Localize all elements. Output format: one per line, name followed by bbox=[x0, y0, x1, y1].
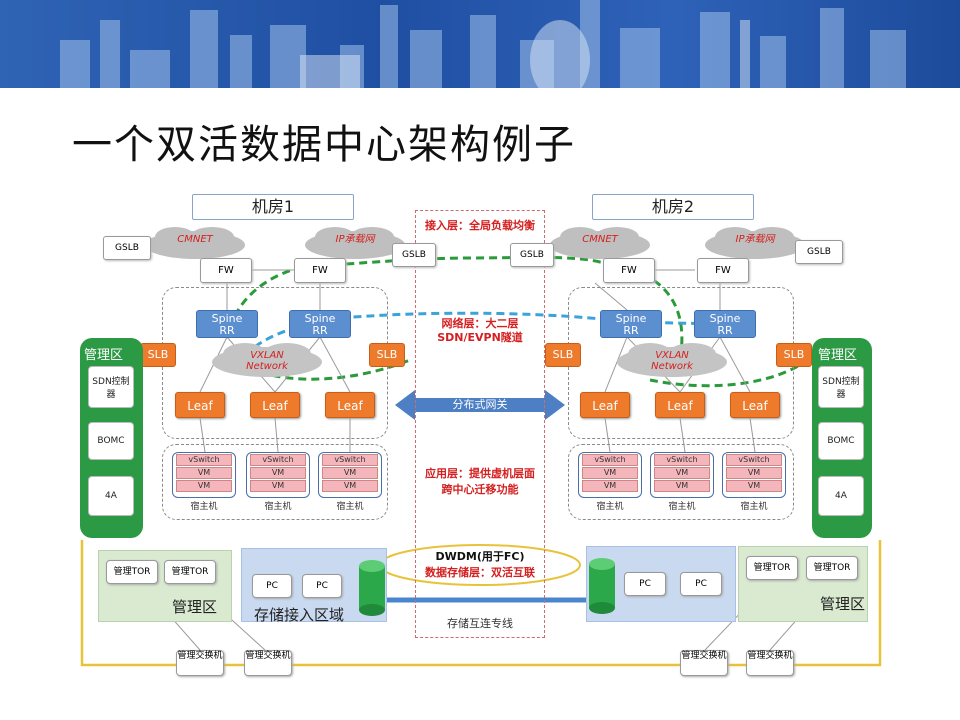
app-layer-label-1: 应用层：提供虚机层面 bbox=[425, 467, 535, 480]
gslb-left-2: GSLB bbox=[392, 243, 436, 267]
mgmt-switch-right-1: 管理交换机 bbox=[680, 650, 728, 676]
mgmt-switch-left-2: 管理交换机 bbox=[244, 650, 292, 676]
leaf-right-1: Leaf bbox=[580, 392, 630, 418]
cmnet-label-left: CMNET bbox=[177, 234, 213, 245]
center-layer-column bbox=[415, 210, 545, 638]
cmnet-label-right: CMNET bbox=[582, 234, 618, 245]
ip-network-cloud-icon-right bbox=[705, 227, 805, 259]
room1-label: 机房1 bbox=[192, 194, 354, 220]
network-layer-label-2: SDN/EVPN隧道 bbox=[437, 331, 523, 344]
pc-right-2: PC bbox=[680, 572, 722, 596]
storage-layer-label: 数据存储层：双活互联 bbox=[425, 566, 535, 579]
host-label-right-1: 宿主机 bbox=[596, 502, 624, 512]
page-title: 一个双活数据中心架构例子 bbox=[72, 122, 576, 168]
dwdm-label: DWDM(用于FC) bbox=[435, 550, 525, 563]
leaf-left-3: Leaf bbox=[325, 392, 375, 418]
gslb-right-1: GSLB bbox=[510, 243, 554, 267]
host-label-left-1: 宿主机 bbox=[190, 502, 218, 512]
host-label-left-2: 宿主机 bbox=[264, 502, 292, 512]
mgmt-tor-right-1: 管理TOR bbox=[746, 556, 798, 580]
storage-cylinder-icon-right bbox=[589, 558, 615, 614]
mgmt-zone-left-title: 管理区 bbox=[84, 348, 124, 363]
mgmt-switch-left-1: 管理交换机 bbox=[176, 650, 224, 676]
host-label-right-3: 宿主机 bbox=[740, 502, 768, 512]
pc-left-1: PC bbox=[252, 574, 292, 598]
pc-left-2: PC bbox=[302, 574, 342, 598]
slb-left-2: SLB bbox=[369, 343, 405, 367]
fourA-left: 4A bbox=[88, 476, 134, 516]
host-label-right-2: 宿主机 bbox=[668, 502, 696, 512]
gslb-right-2: GSLB bbox=[795, 240, 843, 264]
bomc-left: BOMC bbox=[88, 422, 134, 460]
vxlan-cloud-icon-left bbox=[212, 343, 322, 377]
storage-cylinder-icon-left bbox=[359, 560, 385, 616]
fw-left-2: FW bbox=[294, 258, 346, 283]
sdn-controller-left: SDN控制器 bbox=[88, 366, 134, 408]
ip-network-cloud-icon bbox=[305, 227, 405, 259]
mgmt-tor-right-2: 管理TOR bbox=[806, 556, 858, 580]
storage-line-label: 存储互连专线 bbox=[447, 617, 513, 630]
mgmt-tor-left-2: 管理TOR bbox=[164, 560, 216, 584]
sdn-controller-right: SDN控制器 bbox=[818, 366, 864, 408]
cmnet-cloud-icon-right bbox=[550, 227, 650, 259]
cmnet-cloud-icon bbox=[145, 227, 245, 259]
access-layer-label: 接入层：全局负载均衡 bbox=[425, 219, 535, 232]
mgmt-switch-right-2: 管理交换机 bbox=[746, 650, 794, 676]
fw-left-1: FW bbox=[200, 258, 252, 283]
bomc-right: BOMC bbox=[818, 422, 864, 460]
slb-left-1: SLB bbox=[140, 343, 176, 367]
leaf-right-3: Leaf bbox=[730, 392, 780, 418]
storage-zone-left-title: 存储接入区域 bbox=[254, 606, 345, 624]
ip-network-label-right: IP承载网 bbox=[735, 234, 775, 245]
header-banner bbox=[0, 0, 960, 88]
vxlan-cloud-icon-right bbox=[617, 343, 727, 377]
network-layer-label-1: 网络层：大二层 bbox=[441, 317, 519, 330]
slb-right-1: SLB bbox=[545, 343, 581, 367]
room2-label: 机房2 bbox=[592, 194, 754, 220]
host-zone-right bbox=[568, 444, 794, 520]
mgmt-tor-left-1: 管理TOR bbox=[106, 560, 158, 584]
app-layer-label-2: 跨中心迁移功能 bbox=[441, 483, 519, 496]
distributed-gateway-label: 分布式网关 bbox=[452, 398, 508, 411]
ip-network-label-left: IP承载网 bbox=[335, 234, 375, 245]
leaf-left-1: Leaf bbox=[175, 392, 225, 418]
mgmt-zone-right-title: 管理区 bbox=[818, 348, 858, 363]
slb-right-2: SLB bbox=[776, 343, 812, 367]
host-label-left-3: 宿主机 bbox=[336, 502, 364, 512]
host-zone-left bbox=[162, 444, 388, 520]
mgmt-tor-zone-left-title: 管理区 bbox=[172, 598, 218, 616]
skyline-graphic bbox=[60, 0, 906, 88]
pc-right-1: PC bbox=[624, 572, 666, 596]
mgmt-tor-zone-right-title: 管理区 bbox=[820, 595, 866, 613]
fw-right-2: FW bbox=[697, 258, 749, 283]
leaf-left-2: Leaf bbox=[250, 392, 300, 418]
fw-right-1: FW bbox=[603, 258, 655, 283]
leaf-right-2: Leaf bbox=[655, 392, 705, 418]
gslb-left-1: GSLB bbox=[103, 236, 151, 260]
fourA-right: 4A bbox=[818, 476, 864, 516]
